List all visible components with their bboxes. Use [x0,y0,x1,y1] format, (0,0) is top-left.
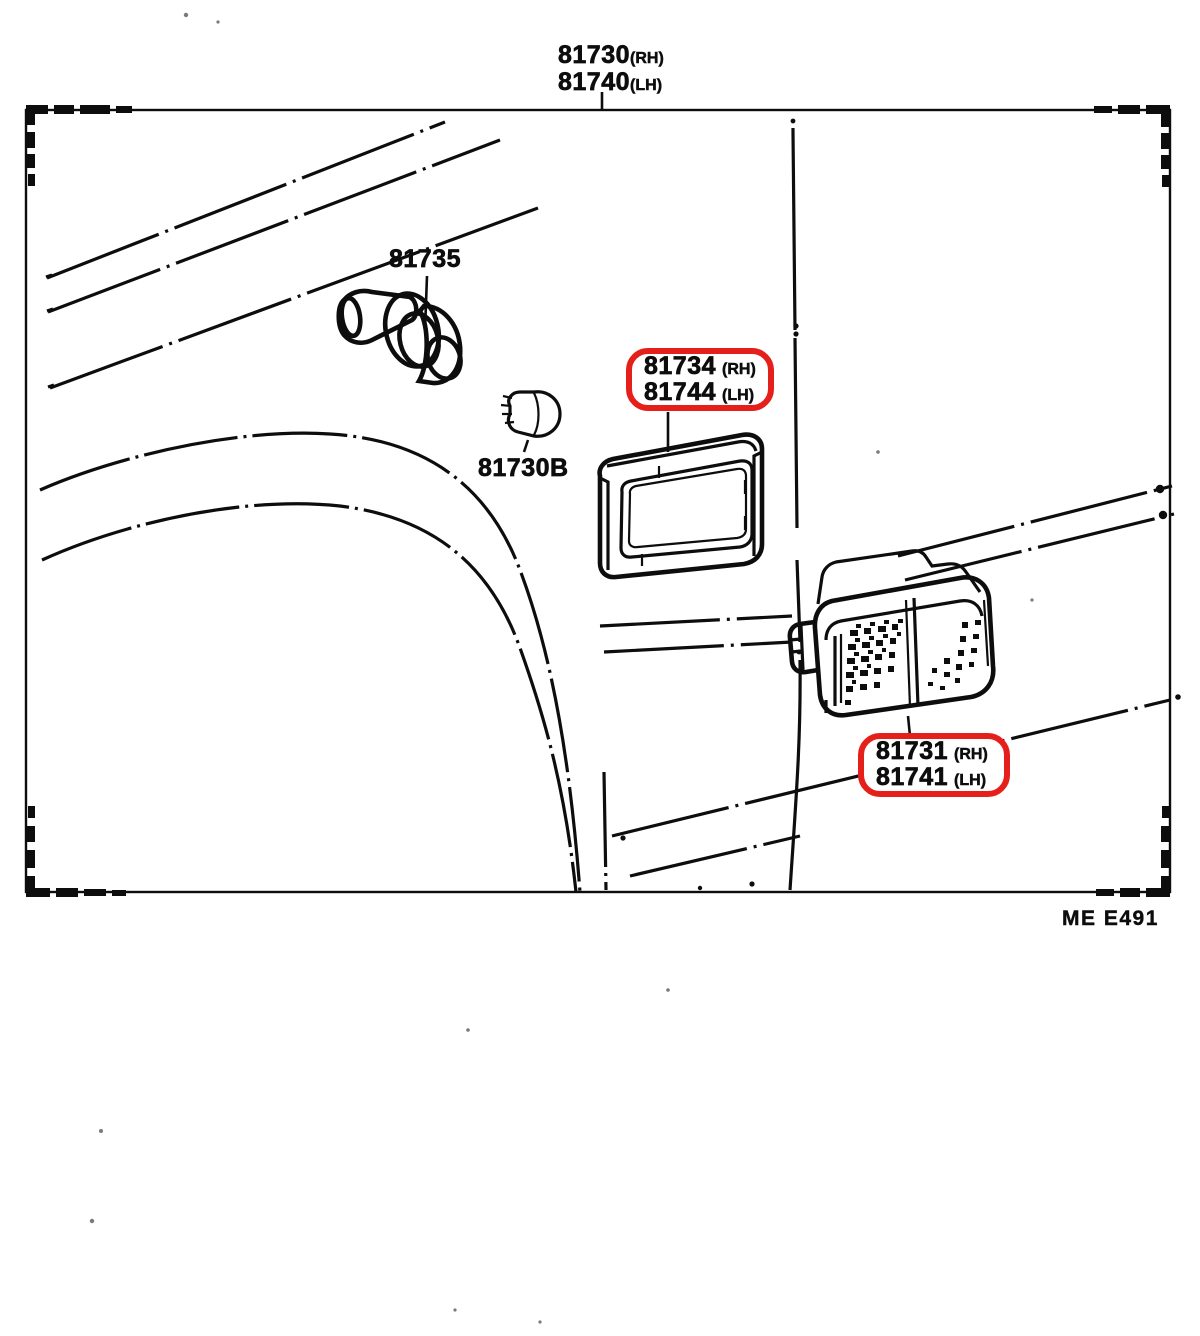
header-part-callout: 81730(RH) 81740(LH) [558,42,664,96]
diagram-border [24,105,1172,897]
drawing-code-label: ME E491 [1062,907,1159,930]
retainer-side-2: (LH) [722,386,755,404]
socket-part-label: 81735 [389,245,462,273]
door-seam-line [788,118,802,891]
lamp-line-1: 81731 (RH) [876,737,994,765]
body-moulding-lines-upper [46,120,539,390]
body-moulding-lines-right [897,484,1175,582]
header-side-1: (RH) [630,50,664,67]
lamp-leader-line [906,715,912,737]
body-crease-mid [599,614,793,654]
lens-texture-left [845,619,903,705]
lamp-side-2: (LH) [954,772,987,789]
wheel-arch [39,431,582,893]
bulb-leader-line [522,439,530,453]
retainer-side-1: (RH) [722,360,756,378]
header-side-2: (LH) [630,77,663,94]
scan-speckles [89,12,1034,1324]
retainer-number-1: 81734 [644,351,717,380]
body-moulding-lower-ticks [620,694,1181,891]
header-number-2: 81740 [558,68,631,96]
rocker-line [602,771,608,891]
bulb-part-label: 81730B [478,454,569,482]
retainer-line-2: 81744 (LH) [644,377,758,406]
socket-leader-line [423,275,429,331]
retainer-number-2: 81744 [644,377,717,406]
retainer-line-1: 81734 (RH) [644,351,758,380]
lamp-line-2: 81741 (LH) [876,763,994,791]
lamp-retainer-callout[interactable]: 81734 (RH) 81744 (LH) [626,348,774,411]
body-moulding-ticks-right [1155,484,1168,520]
header-line-2: 81740(LH) [558,68,664,96]
moulding-line-stubs [45,273,55,389]
lamp-number-1: 81731 [876,737,949,765]
lamp-retainer-bezel-part [597,432,765,580]
lens-texture-right [928,620,981,690]
header-number-1: 81730 [558,41,631,69]
side-marker-lamp-callout[interactable]: 81731 (RH) 81741 (LH) [858,733,1010,797]
side-marker-lamp-part [787,549,996,718]
lamp-side-1: (RH) [954,746,988,763]
wedge-bulb-part [500,390,562,438]
header-line-1: 81730(RH) [558,41,664,69]
bulb-socket-part [336,288,463,386]
lamp-number-2: 81741 [876,763,949,791]
